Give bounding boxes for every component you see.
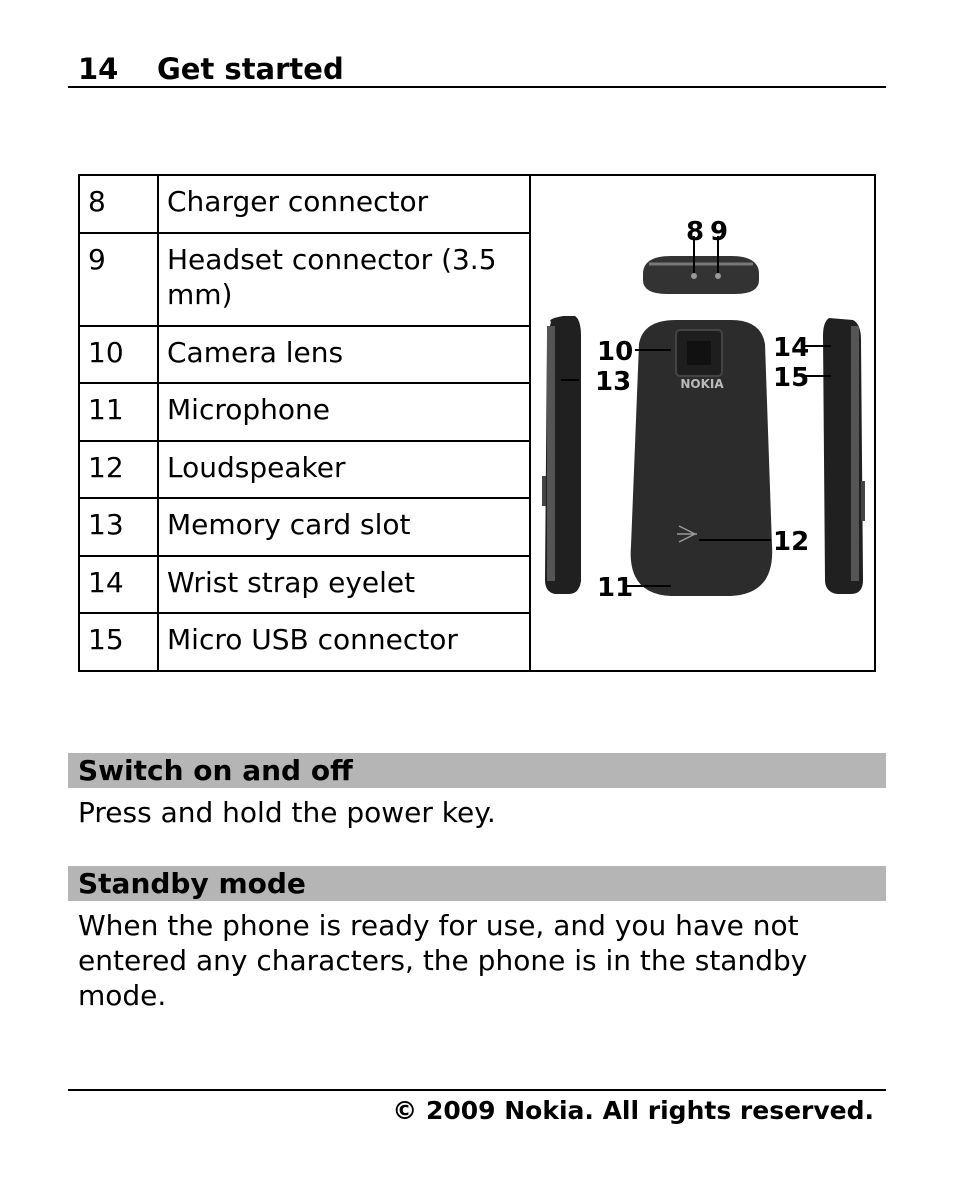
footer-divider [68,1089,886,1091]
part-number: 12 [78,439,159,500]
phone-illustration: 8 9 13 NOKIA 10 [542,217,865,603]
callout-12: 12 [773,527,809,557]
table-row: 8 Charger connector 8 9 13 [78,174,876,672]
part-number: 14 [78,554,159,615]
phone-illustration-cell: 8 9 13 NOKIA 10 [529,174,876,672]
callout-10: 10 [597,337,633,367]
part-label: Wrist strap eyelet [157,554,531,615]
table-row: 14 Wrist strap eyelet [78,554,875,615]
table-row: 15 Micro USB connector [78,612,875,672]
part-label: Camera lens [157,324,531,385]
brand-logo: NOKIA [680,377,724,391]
table-row: 9 Headset connector (3.5 mm) [78,231,875,327]
part-number: 8 [78,174,159,234]
phone-top-view [643,256,759,294]
part-label: Charger connector [157,174,531,234]
parts-table: 8 Charger connector 8 9 13 [78,174,876,672]
table-row: 13 Memory card slot [78,497,875,557]
part-number: 11 [78,382,159,442]
section-body-switch-on-off: Press and hold the power key. [78,796,496,829]
part-label: Headset connector (3.5 mm) [157,231,531,327]
part-label: Micro USB connector [157,612,531,672]
callout-9: 9 [710,217,728,247]
callout-13: 13 [595,367,631,397]
part-number: 13 [78,497,159,557]
part-number: 9 [78,231,159,327]
table-row: 12 Loudspeaker [78,439,875,500]
table-row: 11 Microphone [78,382,875,442]
part-number: 10 [78,324,159,385]
table-row: 10 Camera lens [78,324,875,385]
part-label: Loudspeaker [157,439,531,500]
page-number: 14 [78,52,119,86]
callout-15: 15 [773,363,809,393]
section-heading-switch-on-off: Switch on and off [68,753,886,788]
phone-back [630,320,773,596]
page-header: 14 Get started [68,50,886,88]
part-label: Microphone [157,382,531,442]
callout-11: 11 [597,573,633,603]
part-label: Memory card slot [157,497,531,557]
copyright-notice: © 2009 Nokia. All rights reserved. [392,1096,874,1125]
section-body-standby-mode: When the phone is ready for use, and you… [78,909,808,1012]
section-title: Get started [157,52,344,86]
callout-14: 14 [773,333,809,363]
callout-8: 8 [686,217,704,247]
part-number: 15 [78,612,159,672]
section-heading-standby-mode: Standby mode [68,866,886,901]
